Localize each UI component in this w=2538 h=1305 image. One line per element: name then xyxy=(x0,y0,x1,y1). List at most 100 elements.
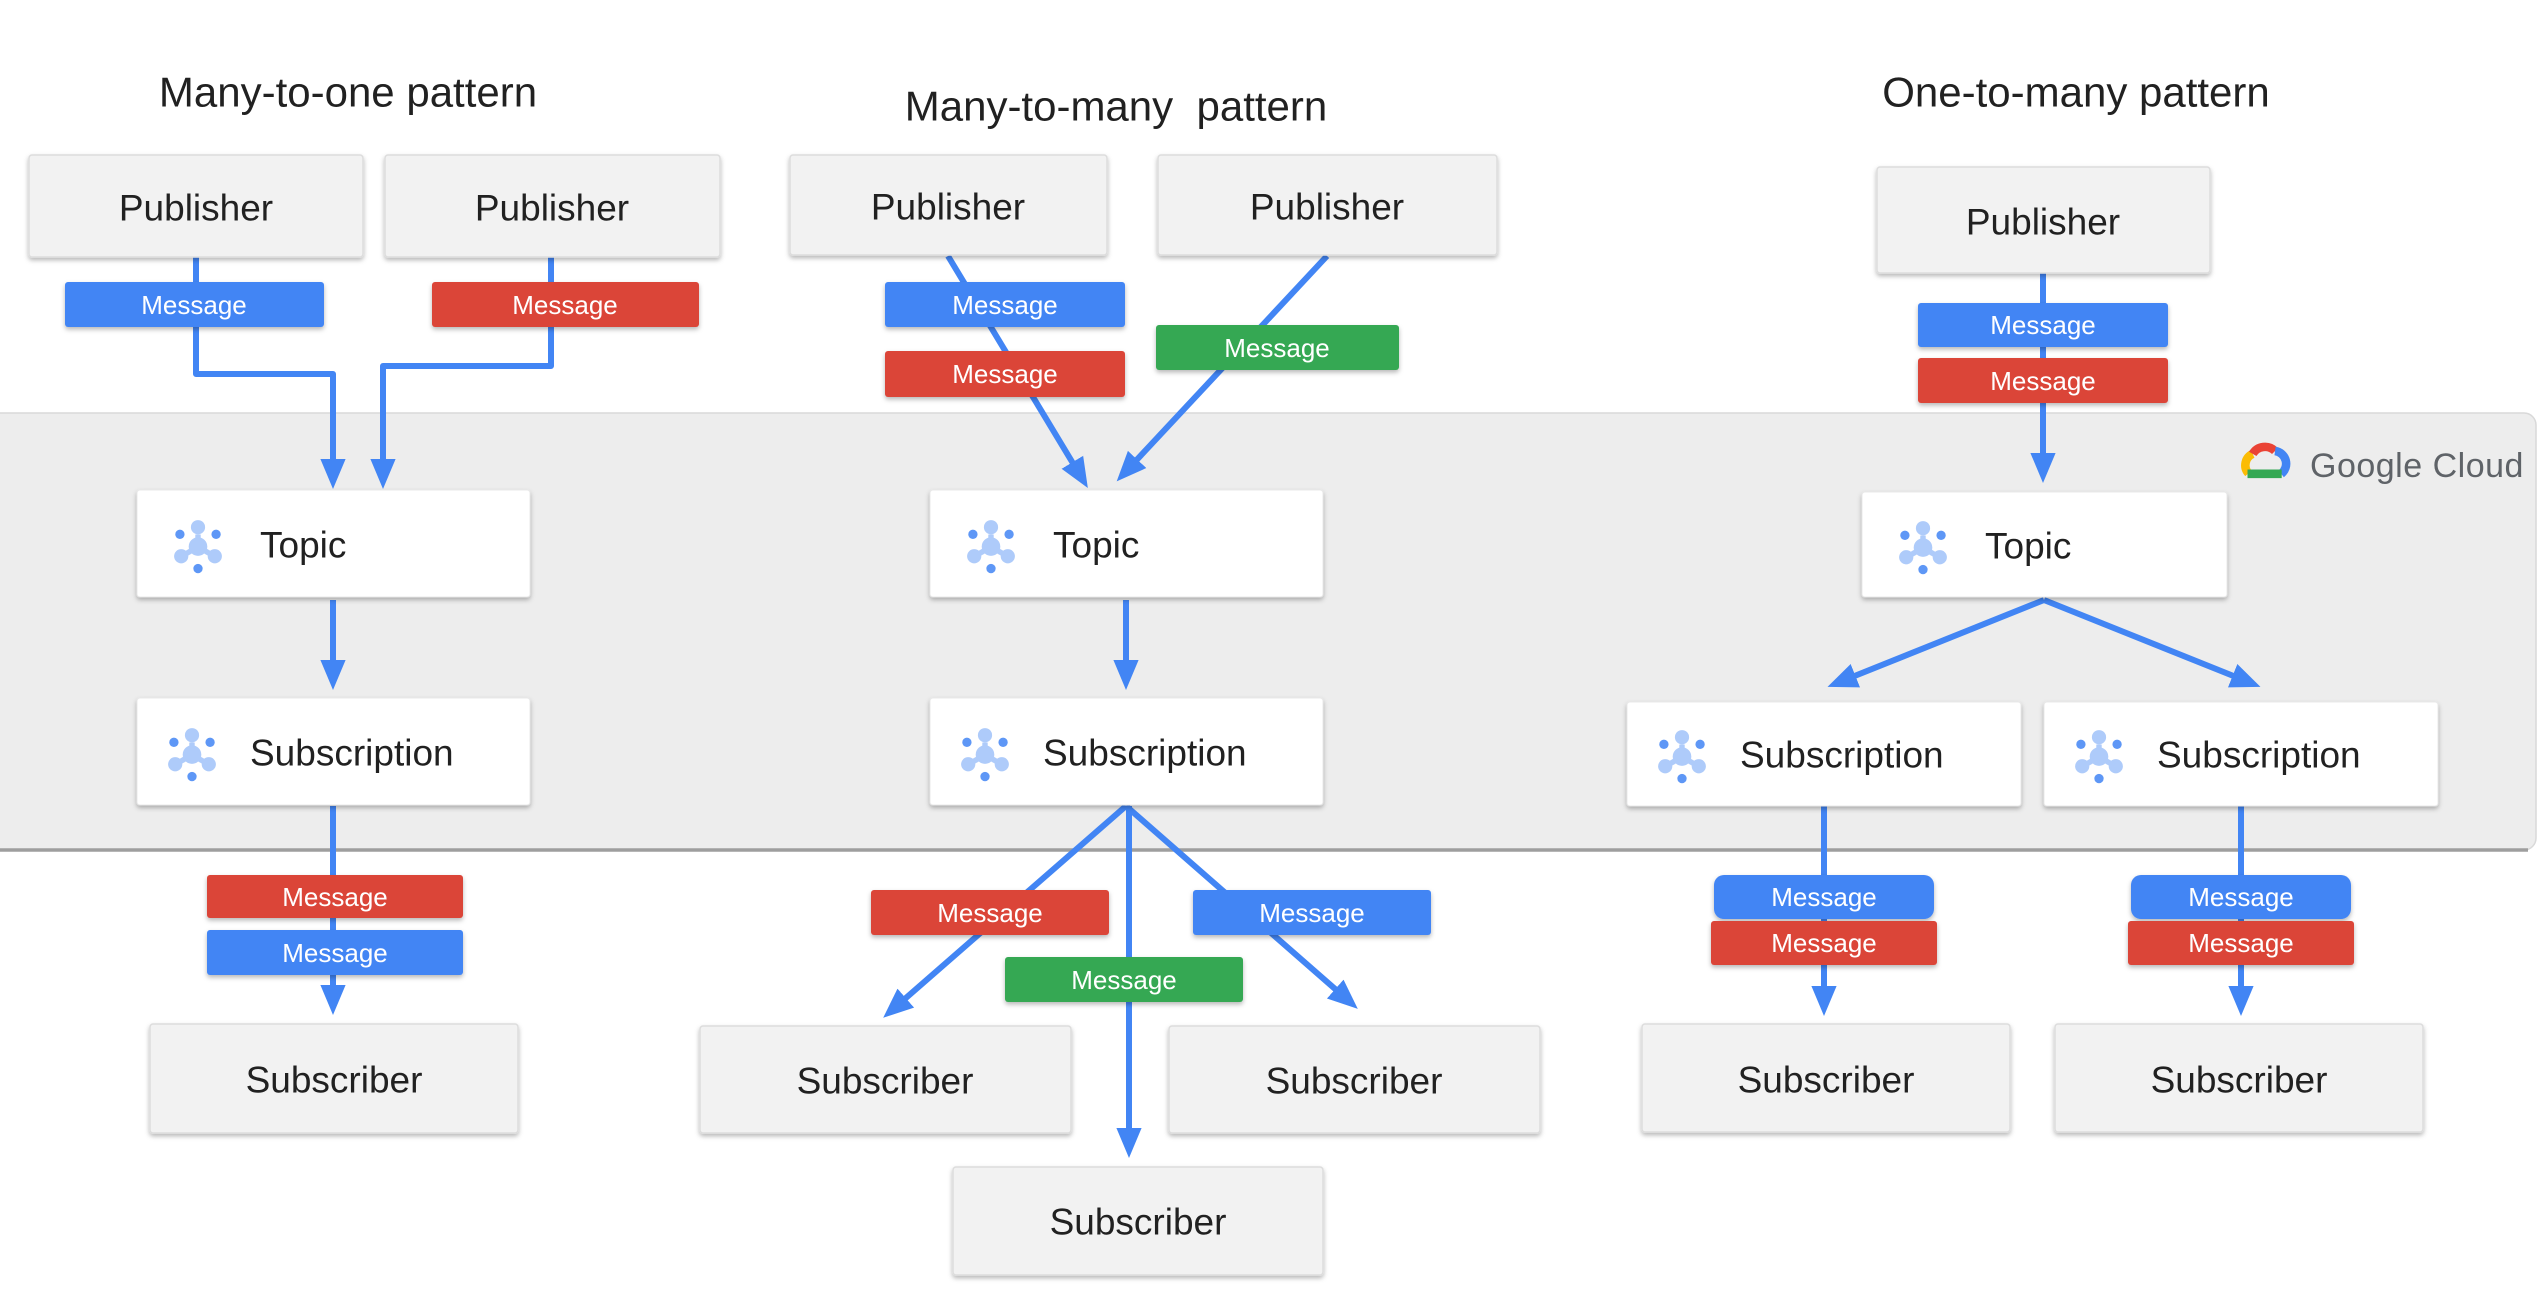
topic-nodes: Topic Topic Topic xyxy=(136,489,2228,598)
message-badge-bg xyxy=(1918,358,2168,403)
message-badge-bg xyxy=(1005,957,1243,1002)
subscription-box xyxy=(929,697,1324,806)
publisher-label: Publisher xyxy=(475,188,629,229)
publisher-label: Publisher xyxy=(119,188,273,229)
message-badge-red: Message xyxy=(885,351,1125,397)
subscriber-nodes: Subscriber Subscriber Subscriber Subscri… xyxy=(149,1023,2424,1276)
publisher-box xyxy=(1157,154,1498,256)
message-badge-blue: Message xyxy=(885,282,1125,327)
message-badge-label: Message xyxy=(512,290,618,320)
message-badge-blue: Message xyxy=(2131,875,2351,919)
message-badge-red: Message xyxy=(871,890,1109,935)
subscriber-node: Subscriber xyxy=(2054,1023,2424,1133)
message-badge-blue: Message xyxy=(1193,890,1431,935)
message-badge-bg xyxy=(1918,303,2168,347)
message-badge-label: Message xyxy=(1771,882,1877,912)
subscription-node: Subscription xyxy=(136,697,531,806)
publisher-node: Publisher xyxy=(1876,166,2211,274)
message-badge-label: Message xyxy=(1990,366,2096,396)
subscriber-label: Subscriber xyxy=(1266,1061,1443,1102)
pattern-title-one-to-many: One-to-many pattern xyxy=(1882,69,2270,116)
message-badge-bg xyxy=(2128,921,2354,965)
message-badge-label: Message xyxy=(141,290,247,320)
message-badge-red: Message xyxy=(2128,921,2354,965)
topic-label: Topic xyxy=(1053,525,1139,566)
topic-label: Topic xyxy=(260,525,346,566)
message-badges: Message Message Message Message Message … xyxy=(65,282,2354,1002)
message-badge-blue: Message xyxy=(207,930,463,975)
subscriber-label: Subscriber xyxy=(797,1061,974,1102)
topic-box xyxy=(1861,491,2228,598)
topic-node: Topic xyxy=(136,489,531,598)
message-badge-bg xyxy=(207,875,463,918)
message-badge-bg xyxy=(871,890,1109,935)
subscriber-label: Subscriber xyxy=(1738,1060,1915,1101)
publisher-box xyxy=(1876,166,2211,274)
subscriber-box xyxy=(699,1025,1072,1134)
message-badge-label: Message xyxy=(952,359,1058,389)
message-badge-label: Message xyxy=(2188,928,2294,958)
subscriber-node: Subscriber xyxy=(1168,1025,1541,1134)
message-badge-label: Message xyxy=(1990,310,2096,340)
message-badge-red: Message xyxy=(207,875,463,918)
message-badge-bg xyxy=(1711,921,1937,965)
subscriber-box xyxy=(952,1166,1324,1276)
publisher-label: Publisher xyxy=(1966,202,2120,243)
publisher-node: Publisher xyxy=(384,154,721,258)
message-badge-label: Message xyxy=(1771,928,1877,958)
subscriber-box xyxy=(1641,1023,2011,1133)
message-badge-bg xyxy=(885,351,1125,397)
subscriber-box xyxy=(1168,1025,1541,1134)
message-badge-bg xyxy=(885,282,1125,327)
message-badge-bg xyxy=(65,282,324,327)
google-cloud-logo: Google Cloud xyxy=(2241,442,2524,485)
topic-label: Topic xyxy=(1985,526,2071,567)
flow-topic-to-subscription-right xyxy=(2042,597,2261,688)
message-badge-label: Message xyxy=(952,290,1058,320)
subscriber-box xyxy=(149,1023,519,1134)
cloud-arc-blue xyxy=(2274,446,2291,478)
topic-box xyxy=(136,489,531,598)
subscription-label: Subscription xyxy=(1740,735,1944,776)
message-badge-red: Message xyxy=(432,282,699,327)
topic-node: Topic xyxy=(929,489,1324,598)
message-badge-label: Message xyxy=(1224,333,1330,363)
message-badge-blue: Message xyxy=(1714,875,1934,919)
message-badge-label: Message xyxy=(1259,898,1365,928)
subscription-node: Subscription xyxy=(2043,701,2439,807)
publisher-node: Publisher xyxy=(28,154,364,258)
subscription-node: Subscription xyxy=(929,697,1324,806)
message-badge-bg xyxy=(1193,890,1431,935)
topic-box xyxy=(929,489,1324,598)
message-badge-blue: Message xyxy=(1918,303,2168,347)
topic-node: Topic xyxy=(1861,491,2228,598)
subscription-label: Subscription xyxy=(1043,733,1247,774)
message-badge-bg xyxy=(432,282,699,327)
message-badge-red: Message xyxy=(1711,921,1937,965)
pattern-title-many-to-many: Many-to-many pattern xyxy=(905,83,1328,130)
subscription-label: Subscription xyxy=(250,733,454,774)
subscriber-node: Subscriber xyxy=(149,1023,519,1134)
publisher-node: Publisher xyxy=(789,154,1108,256)
message-badge-bg xyxy=(2131,875,2351,919)
cloud-arc-yellow xyxy=(2241,449,2255,477)
pattern-title-many-to-one: Many-to-one pattern xyxy=(159,69,537,116)
publisher-box xyxy=(384,154,721,258)
message-badge-bg xyxy=(207,930,463,975)
subscription-box xyxy=(136,697,531,806)
subscriber-node: Subscriber xyxy=(699,1025,1072,1134)
message-badge-label: Message xyxy=(282,938,388,968)
subscriber-label: Subscriber xyxy=(246,1060,423,1101)
message-badge-red: Message xyxy=(1918,358,2168,403)
subscriber-box xyxy=(2054,1023,2424,1133)
publisher-node: Publisher xyxy=(1157,154,1498,256)
google-cloud-logo-text: Google Cloud xyxy=(2310,447,2524,485)
publisher-label: Publisher xyxy=(871,187,1025,228)
subscription-label: Subscription xyxy=(2157,735,2361,776)
message-badge-green: Message xyxy=(1005,957,1243,1002)
publisher-box xyxy=(789,154,1108,256)
message-badge-label: Message xyxy=(282,882,388,912)
message-badge-bg xyxy=(1156,325,1399,370)
subscriber-label: Subscriber xyxy=(2151,1060,2328,1101)
